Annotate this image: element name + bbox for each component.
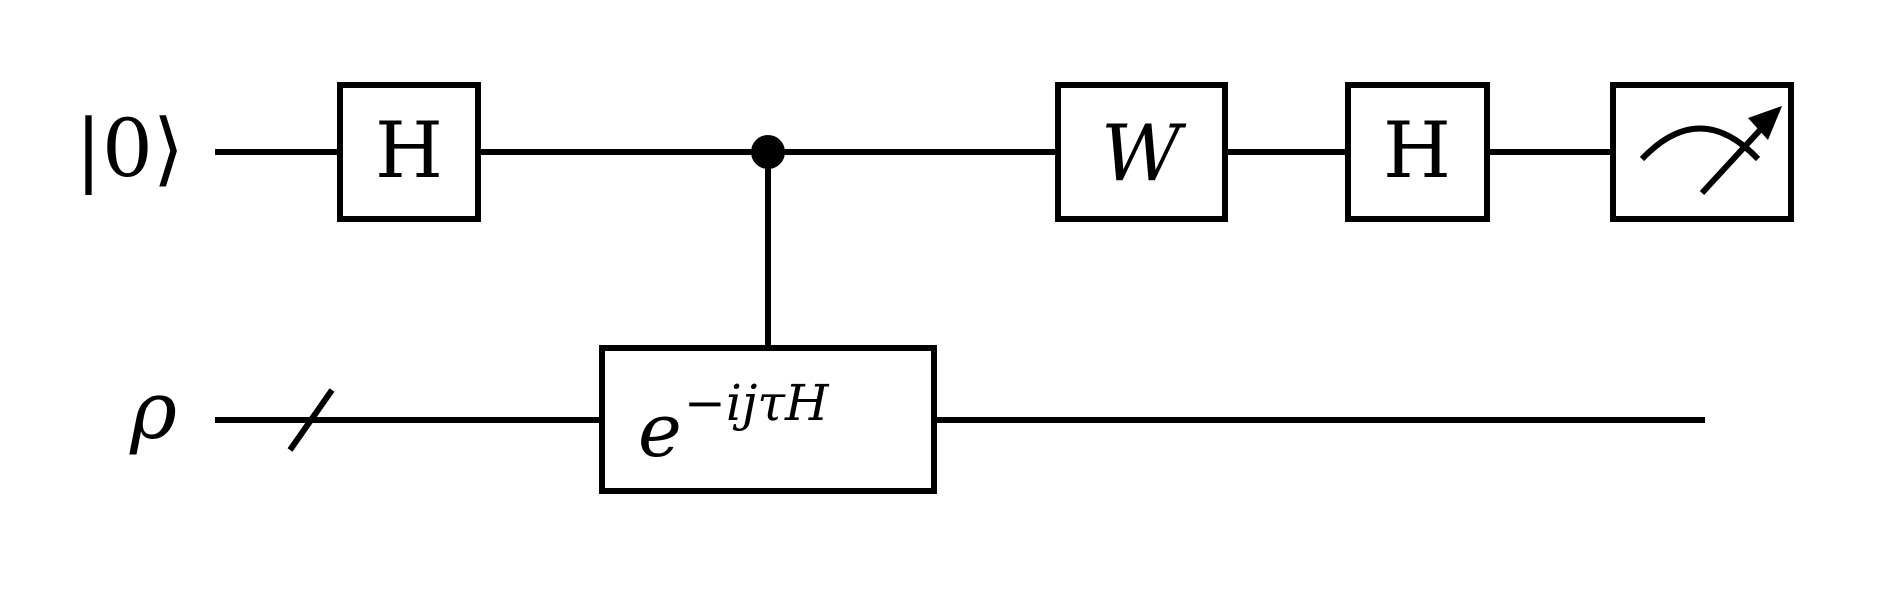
control-dot-icon — [751, 135, 785, 169]
system-register-label: ρ — [129, 364, 177, 457]
hadamard-gate-1: H — [337, 82, 481, 222]
w-gate: W — [1055, 82, 1228, 222]
hadamard-gate-2-label: H — [1383, 106, 1451, 196]
controlled-unitary-gate: e −ijτH — [599, 345, 937, 494]
measurement-gate — [1610, 82, 1794, 222]
hadamard-gate-1-label: H — [375, 106, 443, 196]
meter-icon — [1639, 106, 1782, 196]
controlled-unitary-base: e — [638, 388, 682, 474]
w-gate-label: W — [1101, 109, 1187, 199]
ancilla-qubit-label: |0⟩ — [75, 102, 184, 195]
svg-text:−ijτH: −ijτH — [684, 374, 830, 432]
register-slash-icon — [287, 388, 335, 452]
svg-text:e: e — [638, 388, 682, 474]
hadamard-gate-2: H — [1345, 82, 1490, 222]
controlled-unitary-exponent: −ijτH — [684, 374, 830, 432]
